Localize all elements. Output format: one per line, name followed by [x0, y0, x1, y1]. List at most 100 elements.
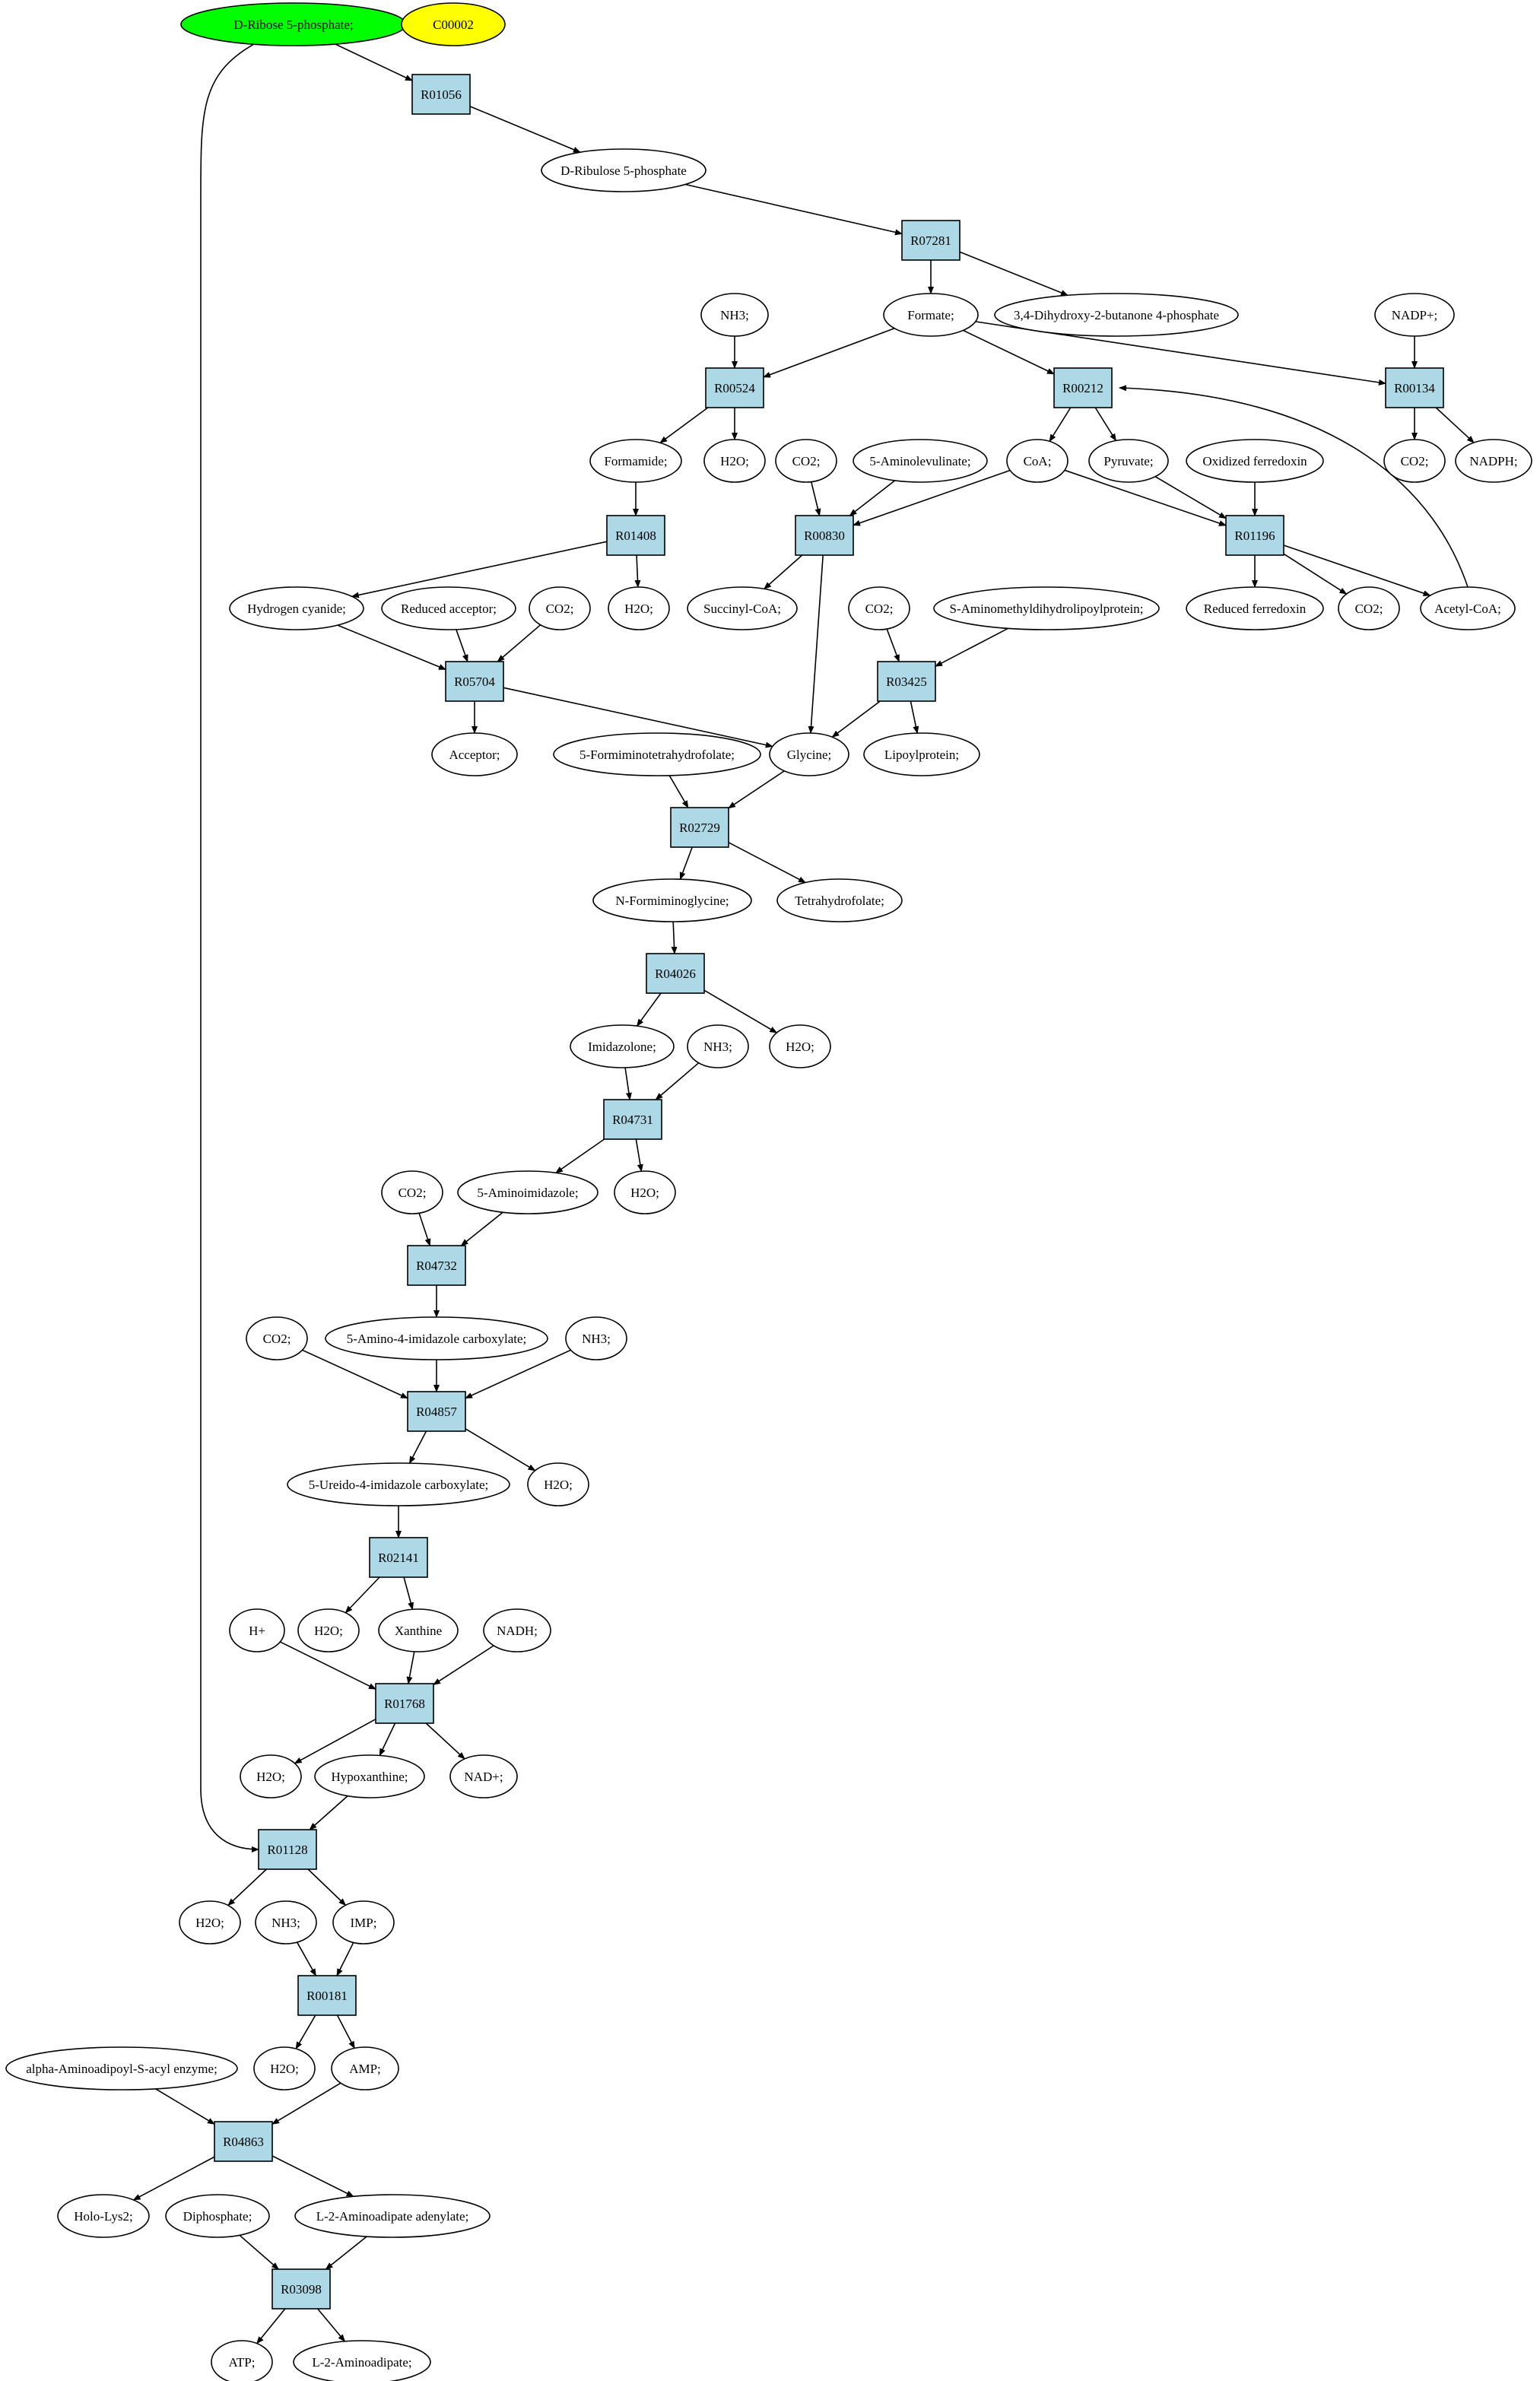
node-label-c_h2o_1: H2O; — [720, 454, 749, 468]
node-label-r_R00181: R00181 — [306, 1989, 348, 2003]
edge-r_R04026-to-c_imidazolone — [636, 992, 662, 1027]
edge-r_R05704-to-c_glycine — [503, 687, 773, 748]
node-shape-c_oxfd — [1186, 439, 1324, 483]
edge-r_R00212-to-c_coa — [1049, 407, 1072, 443]
edge-c_co2_7-to-r_R04857 — [302, 1349, 408, 1399]
node-label-r_R01408: R01408 — [615, 529, 656, 543]
node-shape-c_h2o_3 — [769, 1024, 831, 1068]
node-shape-c_nad — [449, 1754, 518, 1798]
compound-node-c_hcn: Hydrogen cyanide; — [229, 586, 364, 630]
compound-node-c_diphosphate: Diphosphate; — [165, 2194, 270, 2238]
node-shape-c_co2_3 — [529, 586, 591, 630]
node-shape-r_R00181 — [297, 1975, 357, 2016]
edge-r_R02141-to-c_xanthine — [403, 1576, 414, 1611]
node-shape-r_R00524 — [705, 367, 764, 408]
node-label-c_succoa: Succinyl-CoA; — [703, 602, 781, 616]
edge-r_R01768-to-c_h2o_7 — [294, 1719, 376, 1764]
node-label-r_R05704: R05704 — [454, 675, 495, 689]
reaction-node-r_R02729: R02729 — [670, 807, 729, 848]
edge-c_ribose5p-to-r_R01128 — [200, 43, 259, 1852]
compound-node-c_aaacyl: alpha-Aminoadipoyl-S-acyl enzyme; — [5, 2046, 238, 2091]
compound-node-c_nadh: NADH; — [483, 1608, 551, 1652]
edge-r_R01128-to-c_h2o_8 — [227, 1868, 267, 1906]
node-label-c_redacc: Reduced acceptor; — [401, 602, 497, 616]
edge-c_xanthine-to-r_R01768 — [406, 1651, 415, 1684]
node-label-r_R04732: R04732 — [416, 1259, 457, 1273]
edge-c_redacc-to-r_R05704 — [456, 629, 468, 662]
node-shape-c_xanthine — [378, 1608, 459, 1652]
edge-c_nh3_3-to-r_R04857 — [465, 1349, 571, 1399]
compound-node-c_h2o_1: H2O; — [703, 439, 766, 483]
edge-r_R04857-to-c_h2o_5 — [465, 1428, 536, 1471]
compound-node-c_h2o_5: H2O; — [527, 1462, 589, 1506]
edge-c_hcn-to-r_R05704 — [337, 624, 446, 671]
node-label-r_R01128: R01128 — [267, 1843, 307, 1857]
node-shape-c_ribulose5p — [541, 148, 706, 192]
compound-node-c_oxfd: Oxidized ferredoxin — [1186, 439, 1324, 483]
node-shape-c_h2o_9 — [253, 2046, 316, 2091]
edge-r_R03425-to-c_lipoylprot — [910, 700, 919, 735]
node-label-c_formamide: Formamide; — [604, 454, 667, 468]
node-shape-c_h2o_8 — [179, 1900, 241, 1944]
edge-r_R01196-to-c_co2_5 — [1283, 553, 1348, 595]
edge-c_amp-to-r_R04863 — [271, 2082, 341, 2125]
node-label-c_h2o_4: H2O; — [630, 1186, 659, 1200]
node-shape-r_R01056 — [411, 74, 471, 115]
node-shape-c_diphosphate — [165, 2194, 270, 2238]
edge-c_imp-to-r_R00181 — [336, 1942, 354, 1976]
edge-r_R01408-to-c_hcn — [351, 541, 608, 598]
node-shape-c_lipoylprot — [863, 732, 980, 776]
compound-node-c_glycine: Glycine; — [769, 732, 849, 776]
node-shape-c_hcn — [229, 586, 364, 630]
node-label-c_nadh: NADH; — [497, 1624, 538, 1638]
node-shape-r_R04732 — [407, 1245, 466, 1286]
edge-r_R01196-to-c_acetylcoa — [1283, 544, 1431, 596]
edge-c_fthf-to-r_R02729 — [668, 775, 689, 808]
edge-r_R00212-to-c_pyruvate — [1094, 407, 1117, 442]
node-label-c_co2_3: CO2; — [546, 602, 574, 616]
node-label-c_nh3_3: NH3; — [582, 1332, 611, 1346]
compound-node-c_co2_3: CO2; — [529, 586, 591, 630]
node-shape-r_R03425 — [877, 661, 936, 702]
reaction-node-r_R04732: R04732 — [407, 1245, 466, 1286]
node-shape-r_R01768 — [375, 1683, 434, 1724]
compound-node-c_co2_5: CO2; — [1338, 586, 1400, 630]
node-label-r_R02729: R02729 — [679, 821, 720, 835]
node-shape-c_redfd — [1186, 586, 1324, 630]
edge-r_R00830-to-c_glycine — [808, 554, 824, 735]
edge-c_diphosphate-to-r_R03098 — [239, 2234, 279, 2270]
node-label-c_h2o_2: H2O; — [624, 602, 653, 616]
node-shape-c_formate — [883, 293, 979, 337]
compound-node-c_atp: ATP; — [211, 2340, 273, 2381]
compound-node-c_redfd: Reduced ferredoxin — [1186, 586, 1324, 630]
node-shape-r_R04026 — [646, 953, 705, 994]
node-label-c_h2o_9: H2O; — [270, 2062, 299, 2076]
edge-c_ribulose5p-to-r_R07281 — [684, 183, 903, 236]
node-label-c_dhbp: 3,4-Dihydroxy-2-butanone 4-phosphate — [1014, 308, 1219, 322]
compound-node-c_nfgly: N-Formiminoglycine; — [592, 878, 752, 922]
node-shape-c_c00002 — [401, 2, 506, 46]
node-shape-c_ala — [853, 439, 988, 483]
node-shape-c_co2_2 — [1383, 439, 1446, 483]
node-label-c_nad: NAD+; — [464, 1770, 503, 1784]
reaction-node-r_R05704: R05704 — [445, 661, 504, 702]
node-shape-r_R01408 — [606, 515, 665, 556]
reaction-node-r_R01408: R01408 — [606, 515, 665, 556]
node-label-c_pyruvate: Pyruvate; — [1103, 454, 1153, 468]
node-label-r_R03425: R03425 — [886, 675, 927, 689]
node-shape-c_l2aa — [293, 2340, 431, 2381]
edge-c_nh3_2-to-r_R04731 — [655, 1062, 700, 1100]
edge-r_R04026-to-c_h2o_3 — [703, 989, 778, 1033]
node-shape-c_nadh — [483, 1608, 551, 1652]
reaction-node-r_R04863: R04863 — [214, 2121, 273, 2162]
edge-c_co2_1-to-r_R00830 — [810, 481, 821, 516]
node-label-c_co2_7: CO2; — [263, 1332, 291, 1346]
node-shape-c_co2_5 — [1338, 586, 1400, 630]
reaction-node-r_R03098: R03098 — [271, 2268, 331, 2310]
node-label-c_h2o_5: H2O; — [544, 1478, 573, 1492]
node-shape-c_atp — [211, 2340, 273, 2381]
node-label-c_imp: IMP; — [351, 1916, 377, 1930]
compound-node-c_nh3_2: NH3; — [687, 1024, 749, 1068]
node-shape-c_co2_6 — [381, 1170, 443, 1214]
node-label-r_R00212: R00212 — [1062, 381, 1103, 395]
